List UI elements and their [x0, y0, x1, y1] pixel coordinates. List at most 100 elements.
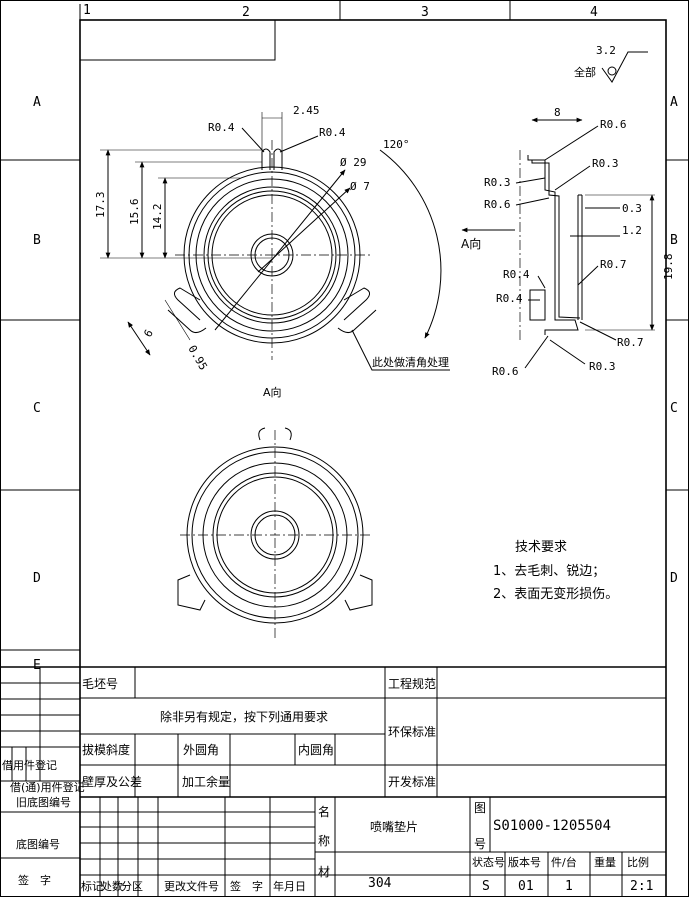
- spec-blank-no: 毛坯号: [82, 677, 118, 691]
- tech-requirements: 技术要求 1、去毛刺、锐边； 2、表面无变形损伤。: [493, 540, 618, 602]
- dim-width: 8: [554, 106, 561, 119]
- dim-r-right-top: R0.4: [319, 126, 346, 139]
- title-status: S: [482, 879, 490, 894]
- dim-r-left-top: R0.4: [208, 121, 235, 134]
- dim-tab-w: 6: [141, 327, 156, 339]
- spec-package: 环保标准: [388, 725, 436, 739]
- left-used: 借(通)用件登记: [10, 780, 85, 794]
- rev-date: 年月日: [273, 879, 306, 893]
- tech-req-title: 技术要求: [515, 540, 567, 555]
- zone-col-4: 4: [590, 5, 598, 20]
- dim-r5: R0.7: [600, 258, 627, 271]
- dim-h3: 14.2: [151, 204, 164, 231]
- dim-h2: 15.6: [128, 199, 141, 226]
- front-view: [100, 112, 450, 371]
- left-column: [0, 667, 80, 859]
- spec-table-labels: 毛坯号 除非另有规定，按下列通用要求 拔模斜度 外圆角 内圆角 壁厚及公差 加工…: [82, 676, 436, 789]
- zone-row-c: C: [33, 401, 41, 416]
- title-h-scale: 比例: [627, 855, 649, 869]
- zone-labels: 1 2 3 4 A B C D E A B C D: [33, 3, 678, 673]
- spec-wall: 壁厚及公差: [82, 774, 142, 789]
- title-dwg-label: 图: [474, 801, 486, 815]
- title-material-label: 材: [318, 865, 330, 879]
- title-block: [80, 797, 666, 897]
- roughness-value: 3.2: [596, 44, 616, 57]
- title-name-label-2: 称: [318, 834, 330, 848]
- left-sign: 签 字: [18, 873, 51, 887]
- dim-dia-inner-value: 7: [363, 180, 370, 193]
- dim-slot-width: 2.45: [293, 104, 320, 117]
- spec-inner-r: 内圆角: [298, 743, 334, 757]
- front-note: 此处做清角处理: [372, 355, 449, 369]
- dim-tab-t: 0.95: [185, 343, 210, 372]
- rev-doc: 更改文件号: [164, 879, 219, 893]
- front-view-labels: R0.4 R0.4 2.45 120° Ø 29 Ø 7 17.3 15.6 1…: [94, 104, 449, 399]
- left-column-labels: 借用件登记 借(通)用件登记 旧底图编号 底图编号 签 字: [2, 758, 85, 887]
- dim-r4: R0.6: [484, 198, 511, 211]
- title-material: 304: [368, 876, 392, 891]
- side-arrow-label: A向: [461, 236, 481, 251]
- dim-r6: R0.4: [503, 268, 530, 281]
- a-direction-view: [177, 427, 373, 640]
- rev-zone: 分区: [121, 880, 143, 893]
- rev-mark: 标记: [81, 879, 103, 893]
- spec-dev: 开发标准: [388, 774, 436, 789]
- rev-sign: 签 字: [230, 879, 263, 893]
- zone-row-b: B: [33, 233, 41, 248]
- roughness-label: 全部: [574, 65, 596, 79]
- zone-row-a-r: A: [670, 95, 678, 110]
- spec-general: 除非另有规定，按下列通用要求: [160, 709, 328, 724]
- title-name-label: 名: [318, 804, 330, 819]
- zone-col-3: 3: [421, 5, 429, 20]
- dim-dia-outer-value: 29: [353, 156, 366, 169]
- title-h-weight: 重量: [594, 855, 616, 869]
- tech-req-item-2: 2、表面无变形损伤。: [493, 586, 618, 602]
- roughness-symbol: 3.2 全部: [574, 44, 648, 83]
- dim-dia-outer: Ø 29: [340, 156, 367, 169]
- left-base-no: 旧底图编号: [16, 795, 71, 809]
- side-view: [461, 117, 655, 369]
- title-dwg-no: S01000-1205504: [493, 818, 611, 834]
- title-dwg-label-2: 号: [474, 837, 486, 851]
- title-block-labels: 名 称 材 喷嘴垫片 304 图 号 S01000-1205504 状态号 版本…: [81, 801, 653, 894]
- dim-r8: R0.7: [617, 336, 644, 349]
- zone-row-c-r: C: [670, 401, 678, 416]
- front-view-label: A向: [263, 385, 282, 399]
- spec-machining: 加工余量: [182, 774, 230, 789]
- zone-row-b-r: B: [670, 233, 678, 248]
- dim-r1: R0.6: [600, 118, 627, 131]
- left-drawn: 借用件登记: [2, 758, 57, 772]
- dim-r2: R0.3: [592, 157, 619, 170]
- title-scale: 2:1: [630, 879, 653, 894]
- zone-row-e: E: [33, 658, 41, 673]
- dim-h1: 17.3: [94, 192, 107, 219]
- zone-col-1: 1: [83, 3, 91, 18]
- side-view-labels: 8 R0.6 R0.3 R0.3 R0.6 0.3 1.2 19.8 R0.7 …: [461, 106, 675, 378]
- dim-t1: 0.3: [622, 202, 642, 215]
- spec-outer-r: 外圆角: [183, 743, 219, 757]
- spec-draft: 拔模斜度: [82, 742, 130, 757]
- zone-row-d: D: [33, 571, 41, 586]
- title-h-version: 版本号: [508, 855, 541, 869]
- dim-r10: R0.3: [589, 360, 616, 373]
- dim-t2: 1.2: [622, 224, 642, 237]
- title-part-name: 喷嘴垫片: [370, 819, 418, 834]
- title-version: 01: [518, 879, 534, 894]
- dim-dia-inner: Ø 7: [350, 180, 370, 193]
- left-base-no2: 底图编号: [16, 837, 60, 851]
- title-h-qty: 件/台: [551, 855, 577, 869]
- dim-r3: R0.3: [484, 176, 511, 189]
- dim-angle: 120°: [383, 138, 410, 151]
- zone-col-2: 2: [242, 5, 250, 20]
- dim-r9: R0.6: [492, 365, 519, 378]
- spec-table: [0, 666, 666, 798]
- dim-r7: R0.4: [496, 292, 523, 305]
- title-h-status: 状态号: [472, 855, 505, 869]
- zone-row-a: A: [33, 95, 41, 110]
- tech-req-item-1: 1、去毛刺、锐边；: [493, 564, 605, 579]
- dim-height: 19.8: [662, 254, 675, 281]
- title-qty: 1: [565, 879, 573, 894]
- spec-std-eng: 工程规范: [388, 676, 436, 691]
- zone-row-d-r: D: [670, 571, 678, 586]
